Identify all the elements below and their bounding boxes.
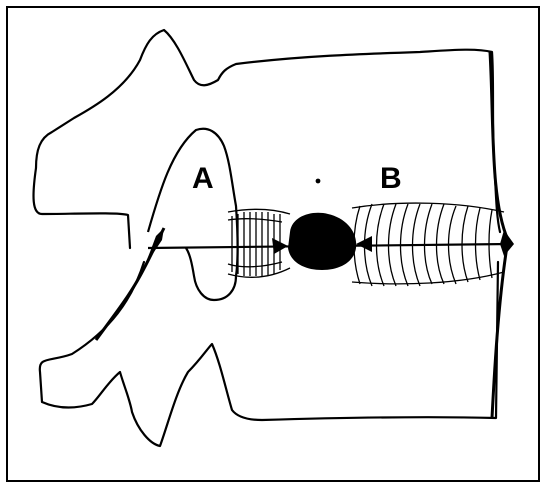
upper-vertebra-outline bbox=[34, 30, 500, 248]
lower-vertebra-outline bbox=[40, 262, 498, 446]
label-a: A bbox=[192, 162, 214, 195]
nucleus-blob bbox=[288, 213, 356, 270]
needle-tip bbox=[146, 228, 164, 262]
facet-outline bbox=[148, 129, 238, 300]
dot-marker bbox=[316, 179, 321, 184]
label-b: B bbox=[380, 162, 402, 195]
